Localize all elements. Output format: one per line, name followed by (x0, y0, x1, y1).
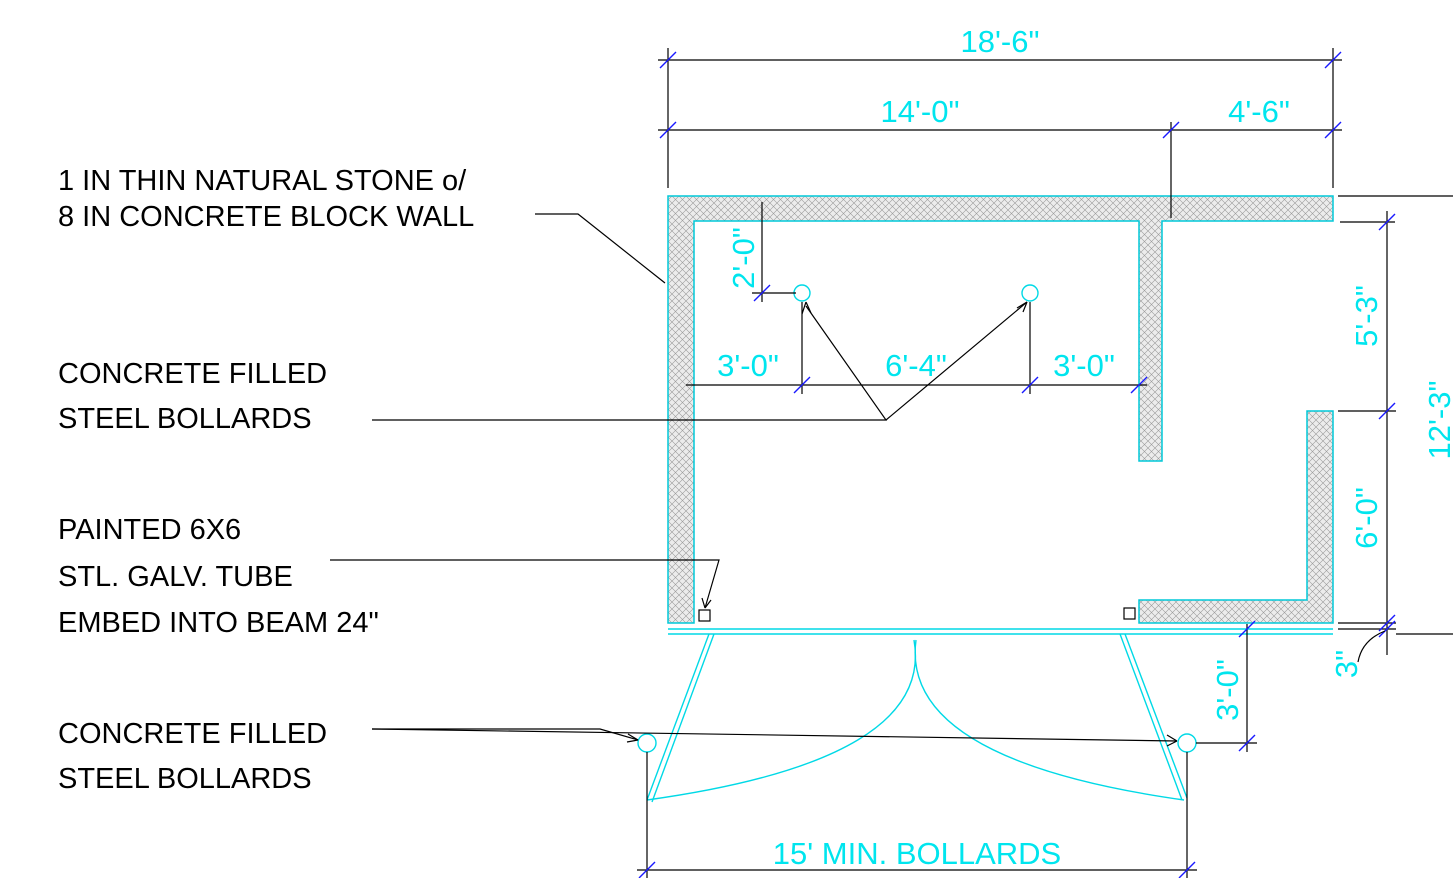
leader-lines (330, 213, 1178, 747)
gate-swing-right (914, 639, 1185, 801)
gate-leaf-left-edge (651, 633, 715, 803)
dim-left-width: 14'-0" (881, 94, 960, 129)
notes: 1 IN THIN NATURAL STONE o/ 8 IN CONCRETE… (58, 165, 474, 795)
dim-bollard-right-spacing: 3'-0" (1053, 348, 1115, 383)
arrow-bollard-ext-right (1166, 734, 1178, 747)
note-bollard-ext-line1: CONCRETE FILLED (58, 718, 327, 750)
dim-right-width: 4'-6" (1228, 94, 1290, 129)
dim-wall-thickness: 3" (1329, 650, 1364, 678)
arrow-bollard-right (1016, 301, 1028, 313)
leader-tube (330, 559, 720, 609)
note-stone-line2: 8 IN CONCRETE BLOCK WALL (58, 201, 474, 233)
dim-bollard-spacing-min: 15' MIN. BOLLARDS (773, 836, 1061, 871)
note-bollard-int-line1: CONCRETE FILLED (58, 358, 327, 390)
note-tube-line2: STL. GALV. TUBE (58, 561, 293, 593)
steel-tube-right (1123, 607, 1136, 620)
dim-bollard-between: 6'-4" (885, 348, 947, 383)
arrow-bollard-left (801, 301, 812, 315)
leader-bollards-interior-b (885, 301, 1028, 421)
note-tube-line1: PAINTED 6X6 (58, 514, 241, 546)
note-bollard-int-line2: STEEL BOLLARDS (58, 403, 312, 435)
arrow-tube (701, 597, 712, 609)
dim-overall-height: 12'-3" (1422, 381, 1453, 460)
bollard-interior-left (793, 284, 811, 302)
leader-bollards-exterior-left (372, 728, 639, 741)
note-tube-line3: EMBED INTO BEAM 24" (58, 607, 379, 639)
bollard-exterior-right (1177, 733, 1197, 753)
steel-tube-left (698, 609, 711, 622)
gate-leaf-right-edge (1124, 633, 1188, 799)
dimension-labels: 18'-6" 14'-0" 4'-6" 2'-0" 3'-0" 6'-4" 3'… (717, 24, 1453, 871)
bollard-exterior-left (637, 733, 657, 753)
arrow-bollard-ext-left (626, 733, 639, 743)
note-stone-line1: 1 IN THIN NATURAL STONE o/ (58, 165, 467, 197)
right-wall (1138, 410, 1334, 624)
dim-bollard-front-offset: 3'-0" (1210, 659, 1245, 721)
walls (667, 195, 1334, 635)
dim-overall-width: 18'-6" (961, 24, 1040, 59)
dim-bollard-offset: 2'-0" (726, 227, 761, 289)
leader-bollards-exterior (371, 728, 1178, 742)
dim-bollard-left-spacing: 3'-0" (717, 348, 779, 383)
main-wall (667, 195, 1334, 624)
dim-right-lower: 6'-0" (1349, 487, 1384, 549)
gate-leaf-left (646, 633, 710, 801)
gate-swing-left (646, 639, 917, 801)
note-bollard-ext-line2: STEEL BOLLARDS (58, 763, 312, 795)
leader-bollards-interior-a (372, 305, 888, 421)
dim-right-upper: 5'-3" (1349, 285, 1384, 347)
bollard-interior-right (1021, 284, 1039, 302)
gate-leaf-right (1119, 633, 1183, 801)
double-gate (646, 633, 1188, 803)
leader-stone-wall (535, 213, 666, 284)
dimension-lines (637, 48, 1453, 878)
